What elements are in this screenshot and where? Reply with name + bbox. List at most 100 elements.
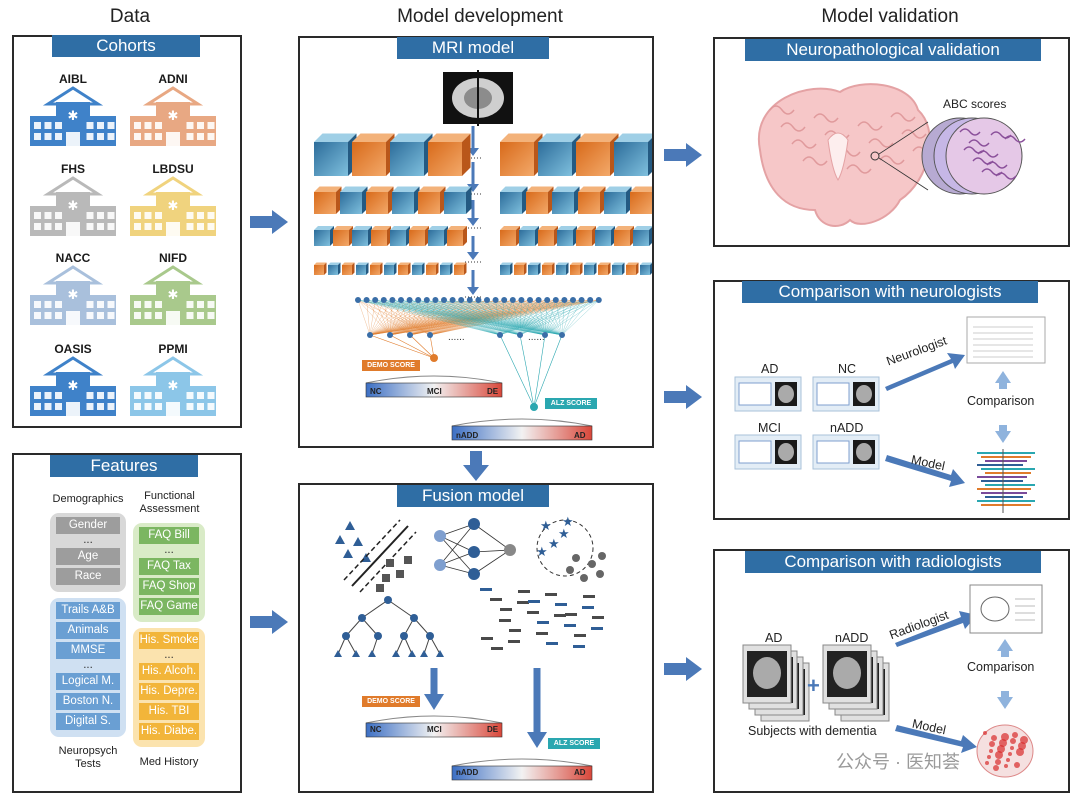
neurologists-tab: Comparison with neurologists bbox=[742, 281, 1038, 303]
radiologists-diagram: + bbox=[742, 584, 1043, 778]
svg-text:✱: ✱ bbox=[68, 199, 79, 214]
svg-text:★: ★ bbox=[536, 545, 548, 560]
cohort-label: PPMI bbox=[158, 342, 188, 356]
fusion-demo-score-label: DEMO SCORE bbox=[362, 696, 420, 707]
svg-text:✱: ✱ bbox=[168, 109, 179, 124]
arrow-mri-to-fusion bbox=[463, 451, 489, 481]
fusion-alz-scale-nadd: nADD bbox=[456, 768, 479, 777]
abc-scores-label: ABC scores bbox=[943, 97, 1007, 111]
feature-cell: FAQ Tax bbox=[139, 558, 199, 575]
mri-alz-scale-nadd: nADD bbox=[456, 431, 479, 440]
svg-text:......: ...... bbox=[448, 332, 465, 343]
arrow-to-neuropath bbox=[664, 143, 702, 167]
mri-network-diagram: ............ bbox=[314, 70, 652, 441]
neurologists-diagram bbox=[734, 316, 1046, 513]
cohort-label: NIFD bbox=[159, 251, 187, 265]
feature-cell: FAQ Shop bbox=[139, 578, 199, 595]
mri-demo-score-label: DEMO SCORE bbox=[362, 360, 420, 371]
hospital-icon: ✱ bbox=[130, 176, 216, 236]
feature-cell: His. Depre. bbox=[139, 683, 199, 700]
subjects-with-dementia-label: Subjects with dementia bbox=[748, 724, 877, 738]
feature-cell: Race bbox=[56, 568, 120, 585]
column-title-validation: Model validation bbox=[821, 6, 959, 27]
feature-cell: ... bbox=[83, 659, 93, 671]
svg-text:✱: ✱ bbox=[68, 379, 79, 394]
radio-comparison-label: Comparison bbox=[967, 660, 1035, 674]
neuropsych-title: Neuropsych Tests bbox=[58, 745, 118, 771]
arrow-to-neurologists bbox=[664, 385, 702, 409]
arrow-features-to-fusion bbox=[250, 610, 288, 634]
hospital-icon: ✱ bbox=[130, 265, 216, 325]
neuro-case-nc: NC bbox=[838, 362, 857, 376]
fusion-alz-scale-ad: AD bbox=[574, 768, 586, 777]
mri-demo-scale-de: DE bbox=[487, 387, 499, 396]
svg-text:✱: ✱ bbox=[168, 379, 179, 394]
svg-text:......: ...... bbox=[528, 332, 545, 343]
hospital-icon: ✱ bbox=[30, 356, 116, 416]
cohort-label: OASIS bbox=[54, 342, 92, 356]
svg-text:★: ★ bbox=[540, 519, 552, 534]
feature-cell: His. Smoke bbox=[139, 632, 199, 649]
cohort-label: ADNI bbox=[158, 72, 188, 86]
neuro-case-ad: AD bbox=[761, 362, 779, 376]
feature-cell: His. Alcoh. bbox=[139, 663, 199, 680]
hospital-icon: ✱ bbox=[130, 356, 216, 416]
neuro-case-nadd: nADD bbox=[830, 421, 864, 435]
hospital-icon: ✱ bbox=[30, 265, 116, 325]
feature-cell: FAQ Bill bbox=[139, 527, 199, 544]
feature-cell: Gender bbox=[56, 517, 120, 534]
column-title-development: Model development bbox=[397, 6, 563, 27]
column-title-data: Data bbox=[109, 6, 151, 27]
brain-illustration bbox=[757, 83, 1026, 227]
feature-cell: His. TBI bbox=[139, 703, 199, 720]
feature-cell: Animals bbox=[56, 622, 120, 639]
radiologists-tab: Comparison with radiologists bbox=[745, 551, 1041, 573]
feature-cell: ... bbox=[83, 534, 93, 546]
cohort-label: FHS bbox=[61, 162, 85, 176]
history-title: Med History bbox=[139, 756, 199, 768]
feature-cell: His. Diabe. bbox=[139, 723, 199, 740]
radio-case-nadd: nADD bbox=[835, 631, 869, 645]
feature-cell: ... bbox=[164, 649, 174, 661]
cohort-label: LBDSU bbox=[152, 162, 194, 176]
hospital-icon: ✱ bbox=[30, 86, 116, 146]
radio-case-ad: AD bbox=[765, 631, 783, 645]
svg-text:+: + bbox=[807, 673, 820, 698]
history-group: His. Smoke... His. Alcoh. His. Depre. His. … bbox=[133, 628, 205, 747]
watermark-text: 公众号 · 医知荟 bbox=[836, 752, 960, 772]
mri-alz-scale-ad: AD bbox=[574, 431, 586, 440]
svg-text:✱: ✱ bbox=[168, 288, 179, 303]
feature-cell: ... bbox=[164, 544, 174, 556]
arrow-cohorts-to-mri bbox=[250, 210, 288, 234]
cohorts-tab: Cohorts bbox=[52, 35, 200, 57]
mri-alz-score-label: ALZ SCORE bbox=[545, 398, 597, 409]
feature-cell: MMSE bbox=[56, 642, 120, 659]
svg-text:★: ★ bbox=[558, 527, 570, 542]
feature-cell: Digital S. bbox=[56, 713, 120, 730]
mri-demo-scale-nc: NC bbox=[370, 387, 382, 396]
feature-cell: Trails A&B bbox=[56, 602, 120, 619]
cohort-label: NACC bbox=[55, 251, 91, 265]
features-tab: Features bbox=[50, 455, 198, 477]
feature-cell: Boston N. bbox=[56, 693, 120, 710]
cohort-label: AIBL bbox=[59, 72, 87, 86]
svg-text:✱: ✱ bbox=[168, 199, 179, 214]
hospital-icon: ✱ bbox=[30, 176, 116, 236]
fusion-demo-scale-mci: MCI bbox=[427, 725, 442, 734]
svg-text:★: ★ bbox=[562, 515, 574, 530]
fusion-model-tab: Fusion model bbox=[397, 485, 549, 507]
svg-text:✱: ✱ bbox=[68, 288, 79, 303]
demographics-title: Demographics bbox=[52, 493, 124, 505]
svg-text:✱: ✱ bbox=[68, 109, 79, 124]
neuro-comparison-label: Comparison bbox=[967, 394, 1035, 408]
fusion-demo-scale-de: DE bbox=[487, 725, 499, 734]
feature-cell: Age bbox=[56, 548, 120, 565]
feature-cell: Logical M. bbox=[56, 673, 120, 690]
fusion-ml-diagram: ★★★★★ bbox=[334, 515, 606, 781]
mri-demo-scale-mci: MCI bbox=[427, 387, 442, 396]
neuro-case-mci: MCI bbox=[758, 421, 781, 435]
mri-model-tab: MRI model bbox=[397, 37, 549, 59]
